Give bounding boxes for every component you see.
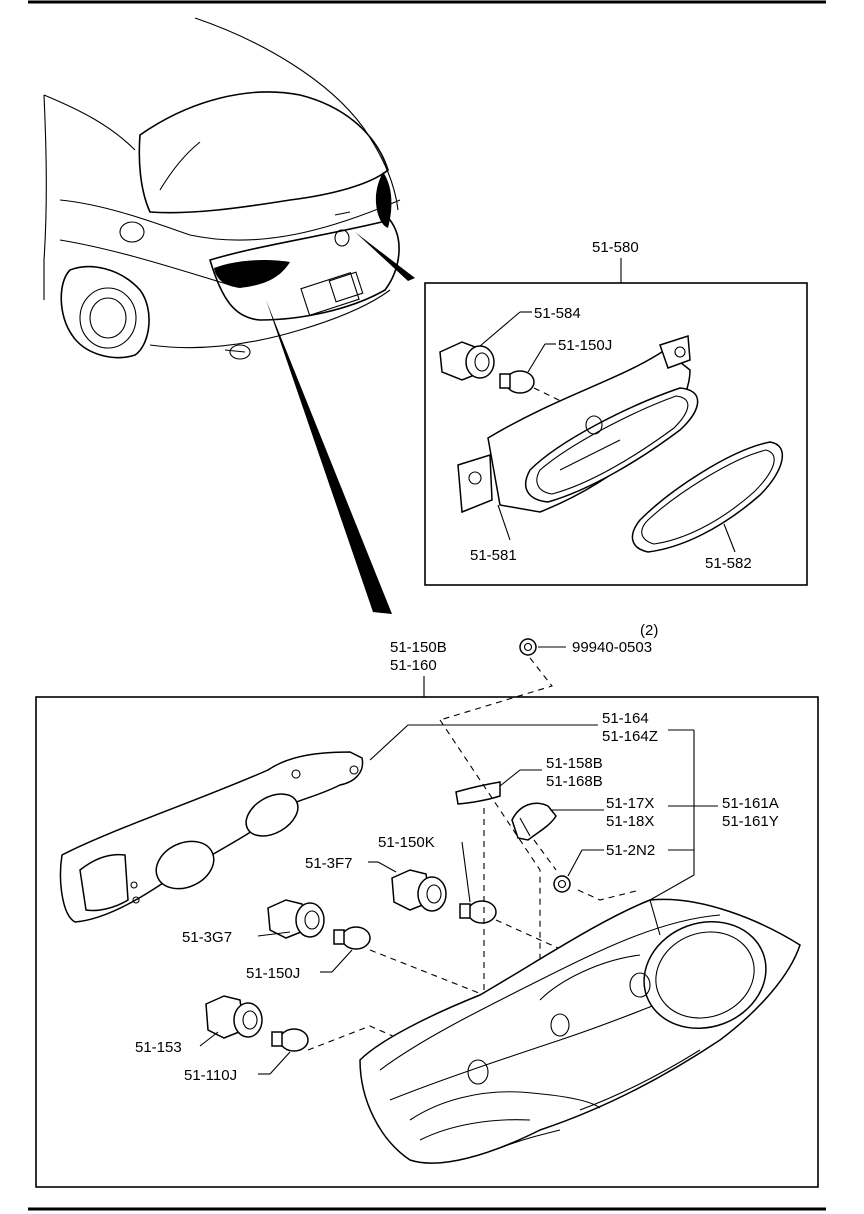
quantity-label: (2) [640,622,658,639]
upper-assembly-label: 51-580 [592,239,639,256]
bulb-lower-icon [333,926,371,950]
bulb-lower-label: 51-150J [246,965,300,982]
socket-upper-label: 51-584 [534,305,581,322]
upper-assembly-group: 51-580 51-584 51-150J [424,239,808,586]
bulb-110-icon [271,1028,309,1052]
lens-label-1: 51-17X [606,795,654,812]
lamp-body-upper-label: 51-581 [470,547,517,564]
pad-label-1: 51-158B [546,755,603,772]
socket-upper-icon [439,341,495,381]
bulb-k-label: 51-150K [378,834,435,851]
grommet-icon [553,875,571,893]
car-rear-illustration [43,17,415,614]
socket-f7-label: 51-3F7 [305,855,353,872]
lamp-label-2: 51-161Y [722,813,779,830]
socket-f7-icon [391,869,447,912]
bulb-upper-label: 51-150J [558,337,612,354]
socket-153-label: 51-153 [135,1039,182,1056]
lower-assembly-label-1: 51-150B [390,639,447,656]
rear-lamp-icon [359,898,801,1164]
gasket-lower-label-2: 51-164Z [602,728,658,745]
nut-label: 99940-0503 [572,639,652,656]
socket-g7-icon [267,899,325,939]
lamp-label-1: 51-161A [722,795,779,812]
upper-assembly-box [424,282,808,586]
socket-g7-label: 51-3G7 [182,929,232,946]
lower-assembly-label-2: 51-160 [390,657,437,674]
lower-assembly-box [35,696,819,1188]
gasket-upper-icon [631,441,784,553]
pad-icon [455,781,501,805]
lamp-body-upper-icon [457,334,699,514]
grommet-label: 51-2N2 [606,842,655,859]
gasket-lower-label-1: 51-164 [602,710,649,727]
bulb-upper-icon [499,370,535,394]
nut-icon [519,638,537,656]
bulb-110-label: 51-110J [184,1067,237,1084]
socket-153-icon [205,995,263,1039]
gasket-lower-icon [59,751,364,923]
lens-icon [511,802,557,841]
gasket-upper-label: 51-582 [705,555,752,572]
bulb-k-icon [459,900,497,924]
pad-label-2: 51-168B [546,773,603,790]
lens-label-2: 51-18X [606,813,654,830]
